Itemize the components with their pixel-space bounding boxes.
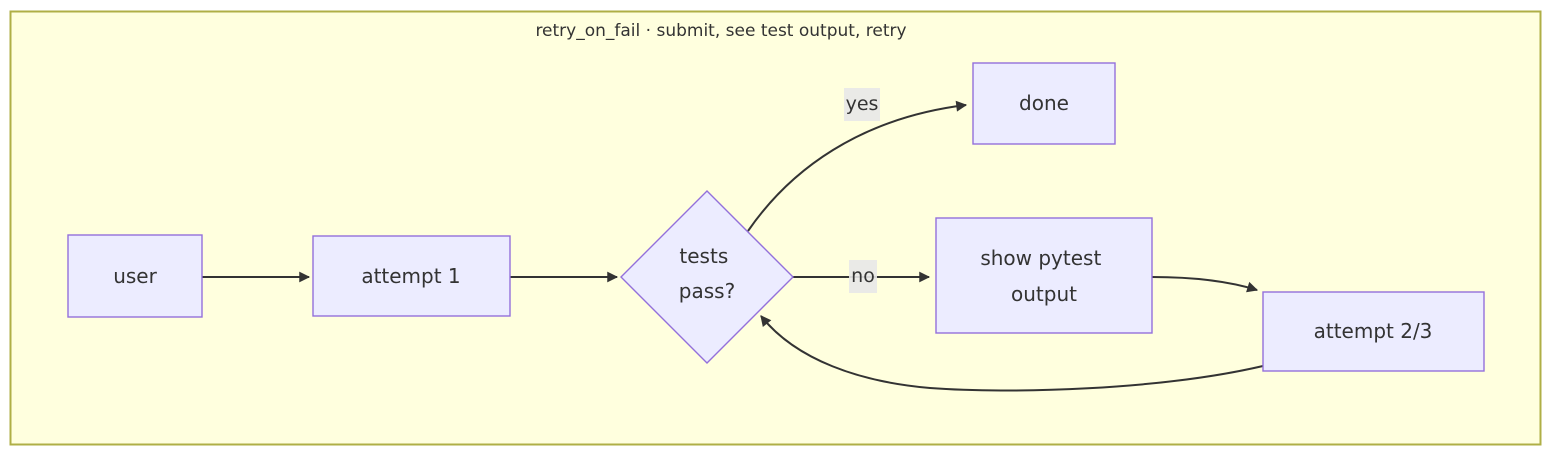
node-attempt-2-3-label: attempt 2/3 xyxy=(1314,319,1433,343)
decision-label-line2: pass? xyxy=(679,279,735,303)
show-output-label-line1: show pytest xyxy=(980,246,1101,270)
no-label-background xyxy=(849,260,877,293)
node-done-box xyxy=(972,62,1116,145)
node-show-pytest-output: show pytest output xyxy=(935,217,1153,334)
no-label: no xyxy=(851,265,875,287)
node-attempt-1-label: attempt 1 xyxy=(361,264,460,288)
yes-label-background xyxy=(844,88,880,121)
node-user: user xyxy=(67,234,203,318)
edge-show-output-to-attempt23 xyxy=(1151,276,1259,293)
node-user-label: user xyxy=(113,264,157,288)
node-done: done xyxy=(972,62,1116,145)
decision-tests-pass: tests pass? xyxy=(620,190,794,364)
edges xyxy=(202,100,1264,392)
edge-decision-yes-to-done xyxy=(747,100,968,232)
node-attempt-2-3: attempt 2/3 xyxy=(1262,291,1485,372)
decision-diamond xyxy=(620,190,794,364)
node-show-pytest-output-label: show pytest output xyxy=(980,246,1107,306)
diagram-frame xyxy=(9,10,1542,446)
decision-label: tests pass? xyxy=(679,244,735,303)
edge-label-no: no xyxy=(849,260,877,293)
node-done-label: done xyxy=(1019,91,1069,115)
node-attempt-2-3-box xyxy=(1262,291,1485,372)
decision-label-line1: tests xyxy=(679,244,728,268)
diagram-title: retry_on_fail · submit, see test output,… xyxy=(535,21,906,41)
node-attempt-1: attempt 1 xyxy=(312,235,511,317)
yes-label: yes xyxy=(846,93,879,115)
edge-attempt23-back-to-decision xyxy=(760,315,1264,392)
edge-label-yes: yes xyxy=(844,88,880,121)
show-output-label-line2: output xyxy=(1011,282,1077,306)
node-attempt-1-box xyxy=(312,235,511,317)
node-show-pytest-output-box xyxy=(935,217,1153,334)
node-user-box xyxy=(67,234,203,318)
